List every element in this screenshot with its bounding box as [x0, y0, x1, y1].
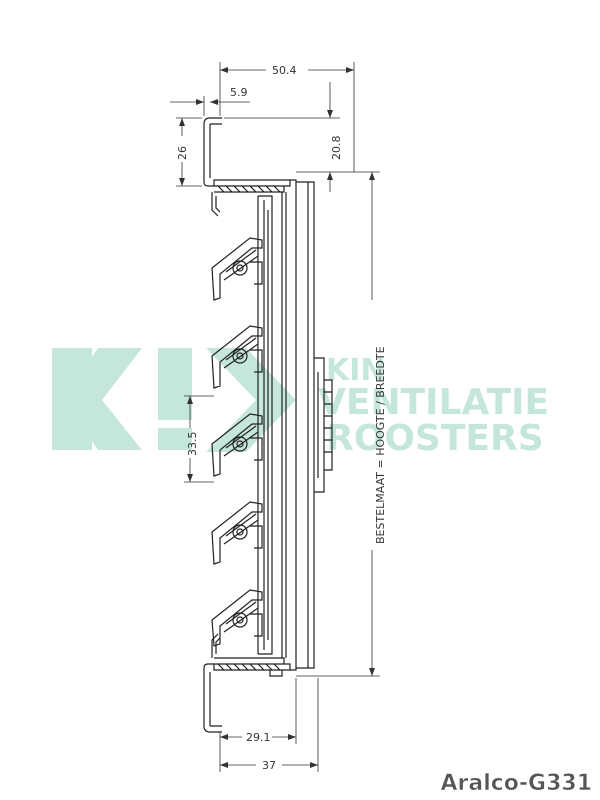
dim-depth: 37 [220, 678, 319, 772]
grille-profile [203, 117, 333, 733]
watermark-line-3: ROOSTERS [326, 418, 544, 459]
top-frame-bar [213, 179, 291, 193]
adjust-knob-ribs [324, 391, 332, 453]
dim-top-width: 50.4 [219, 62, 355, 172]
blade-4 [211, 501, 263, 565]
dim-frame-height-label: 26 [176, 146, 189, 160]
blade-3 [211, 413, 263, 477]
model-label: Aralco-G331 [440, 771, 592, 796]
dim-flange-label: 5.9 [230, 86, 248, 99]
dim-inner-depth: 29.1 [219, 678, 297, 772]
blade-1 [211, 237, 263, 301]
dim-order-size: BESTELMAAT = HOOGTE / BREEDTE [296, 172, 387, 677]
top-frame-return [211, 192, 221, 217]
bottom-frame-hatch [217, 663, 281, 671]
watermark-line-1: KIN [326, 353, 386, 388]
dim-offset-label: 20.8 [330, 136, 343, 161]
inner-frame-caps [258, 195, 273, 655]
watermark-exclamation-dot [158, 428, 192, 450]
order-size-label: BESTELMAAT = HOOGTE / BREEDTE [374, 346, 387, 544]
rear-plate [296, 181, 315, 669]
watermark-line-2: VENTILATIE [318, 382, 549, 423]
dim-flange: 5.9 [170, 86, 250, 116]
watermark-exclamation-bar [158, 348, 192, 420]
dim-offset: 20.8 [224, 82, 380, 192]
top-frame-flange [203, 117, 222, 187]
bottom-frame-return [211, 633, 283, 677]
dim-blade-pitch-label: 33.5 [186, 432, 199, 457]
dim-depth-label: 37 [262, 759, 276, 772]
blade-2 [211, 325, 263, 389]
dim-top-width-label: 50.4 [272, 64, 297, 77]
blade-5 [211, 589, 263, 647]
rear-channel-inner [281, 192, 287, 658]
bottom-frame-flange [203, 663, 222, 733]
rear-channel-outer [290, 179, 297, 671]
watermark-k-arrow [62, 348, 142, 450]
adjust-knob [314, 357, 333, 493]
dim-blade-pitch: 33.5 [184, 395, 214, 483]
watermark-play-arrow [206, 348, 296, 452]
inner-frame-rails [257, 196, 273, 654]
top-frame-hatch [217, 185, 281, 193]
dim-frame-height: 26 [176, 117, 202, 187]
dimension-lines: 50.4 5.9 26 20. [170, 62, 387, 772]
watermark-logo: KIN VENTILATIE ROOSTERS [52, 348, 549, 459]
dim-inner-depth-label: 29.1 [246, 731, 271, 744]
